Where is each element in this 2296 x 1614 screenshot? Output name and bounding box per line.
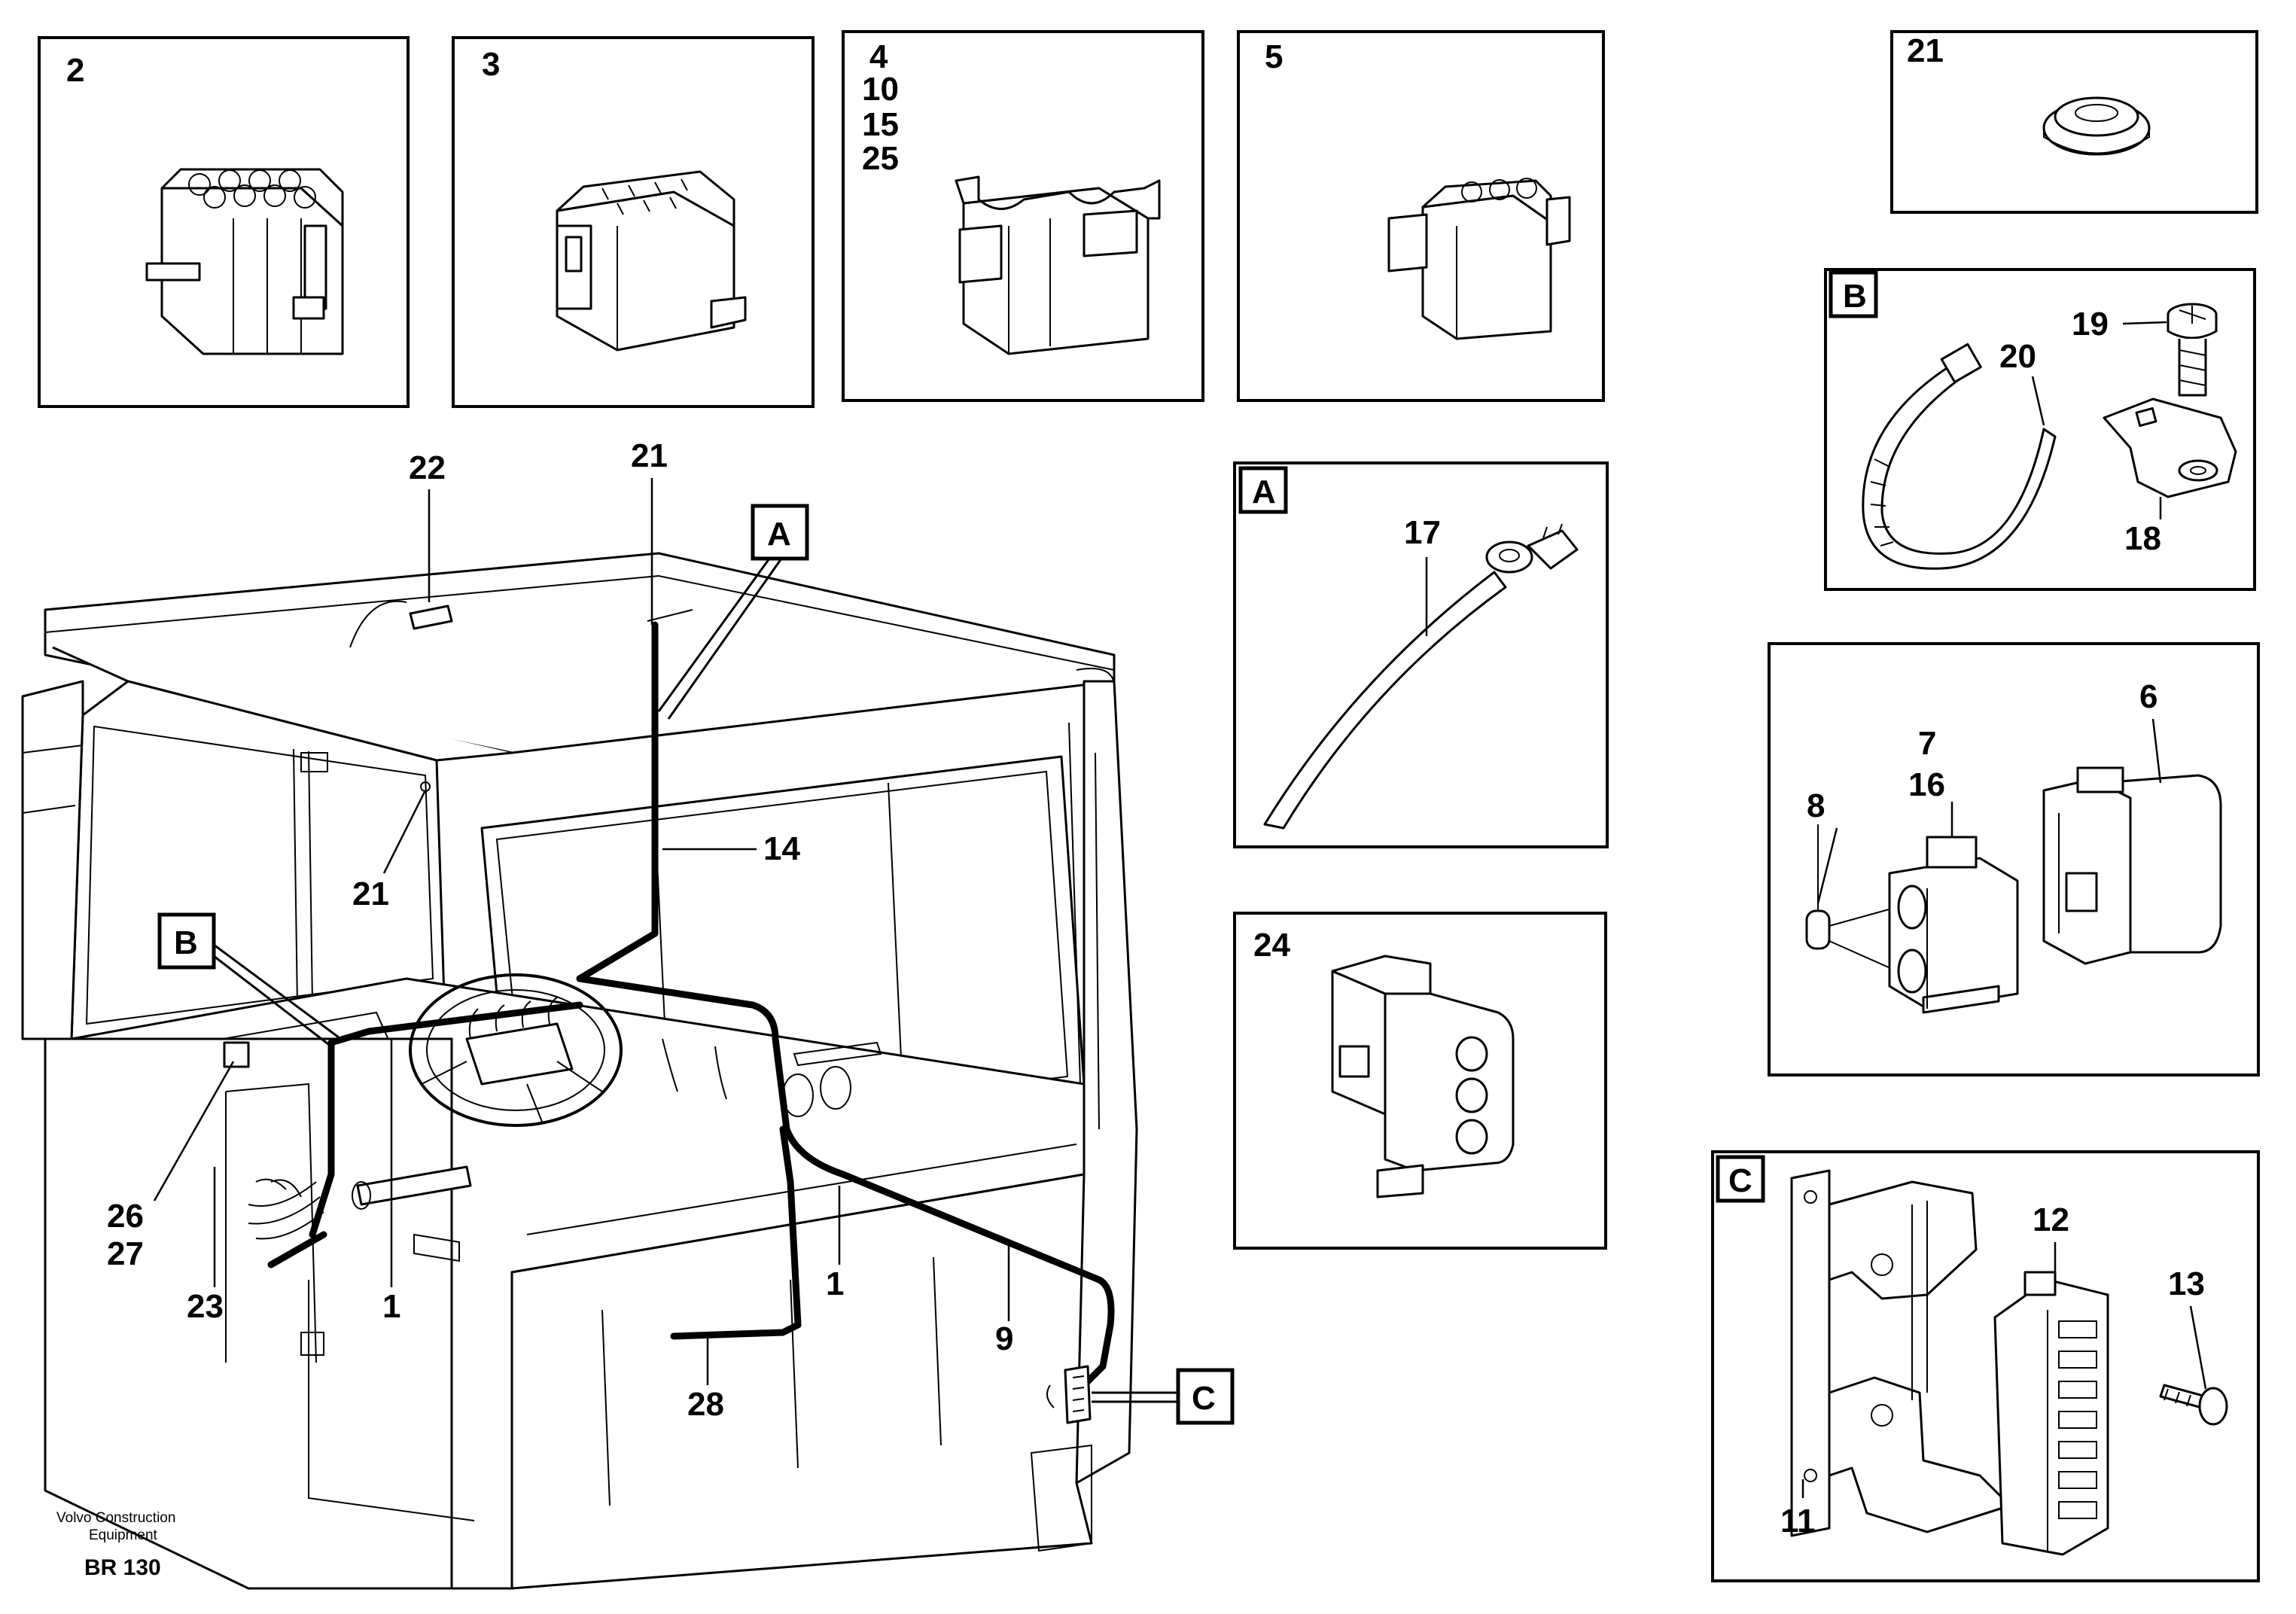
connector-housing-2-slot: [955, 175, 1161, 355]
label-21-roof: 21: [631, 437, 668, 474]
panel-3: 3: [452, 36, 815, 408]
connector-7-16: [1888, 836, 2019, 1014]
cable-tie: [1862, 343, 2057, 570]
connector-24: [1331, 955, 1515, 1198]
label-13: 13: [2168, 1265, 2205, 1302]
company-line-1: Volvo Construction: [56, 1510, 175, 1526]
label-12: 12: [2033, 1201, 2069, 1238]
label-21-panel: 21: [1907, 32, 1944, 69]
callout-b-panel-text: B: [1843, 278, 1867, 315]
relay-block-12: [1993, 1271, 2109, 1556]
label-20: 20: [1999, 338, 2036, 375]
callout-c-main: [1176, 1368, 1235, 1425]
bracket-11: [1790, 1169, 2011, 1537]
connector-6: [2042, 766, 2222, 965]
callout-b-main-text: B: [174, 924, 198, 961]
wiring-harness: [576, 621, 1115, 1389]
label-21-lamp: 21: [352, 876, 389, 912]
label-6: 6: [2139, 678, 2157, 715]
cable-tie-with-clip: [1263, 523, 1579, 830]
label-9: 9: [995, 1320, 1013, 1357]
panel-21: 21: [1890, 30, 2258, 214]
terminal-8: [1805, 824, 1898, 972]
grommet: [2042, 96, 2151, 156]
label-2: 2: [66, 52, 84, 89]
panel-2: 2: [38, 36, 410, 408]
callout-a-main-text: A: [767, 516, 791, 553]
panel-b: B 19 20 18: [1824, 268, 2256, 591]
label-25: 25: [862, 140, 899, 177]
callout-b-panel: [1829, 270, 1878, 318]
label-8: 8: [1807, 787, 1825, 824]
callout-a-panel-text: A: [1252, 474, 1276, 510]
callout-b-main: [157, 912, 216, 970]
label-17: 17: [1404, 514, 1441, 551]
label-4: 4: [869, 38, 888, 75]
connector-block: [556, 170, 747, 352]
label-24: 24: [1253, 927, 1290, 964]
panel-6-7-16-8: 6 7 16 8: [1768, 642, 2260, 1077]
label-27: 27: [107, 1235, 144, 1272]
callout-a-main: [751, 504, 809, 561]
cab-illustration: A B C 22 21 21 14 26 27 23 1 1 9 28: [21, 437, 1235, 1590]
screw-13: [2159, 1384, 2228, 1426]
panel-24: 24: [1233, 912, 1607, 1250]
label-15: 15: [862, 106, 899, 143]
screw-19: [2167, 303, 2218, 397]
label-26: 26: [107, 1198, 144, 1235]
callout-c-panel: [1716, 1155, 1765, 1203]
callout-c-panel-text: C: [1728, 1162, 1752, 1199]
panel-a: A 17: [1233, 461, 1609, 848]
callout-c-main-text: C: [1192, 1380, 1216, 1417]
label-7: 7: [1918, 725, 1936, 762]
label-10: 10: [862, 71, 899, 108]
label-5: 5: [1265, 38, 1283, 75]
company-line-2: Equipment: [89, 1527, 158, 1543]
label-1-right: 1: [826, 1265, 844, 1302]
label-18: 18: [2124, 520, 2161, 557]
panel-4-10-15-25: 4 10 15 25: [842, 30, 1204, 402]
panel-5: 5: [1237, 30, 1605, 402]
steering-wheel: [409, 973, 727, 1127]
label-22: 22: [409, 449, 446, 486]
cable-clamp-18: [2103, 397, 2237, 498]
label-3: 3: [482, 46, 500, 83]
connector-8-pin: [145, 168, 344, 355]
panel-c: C 12 13 11: [1711, 1150, 2260, 1582]
callout-a-panel: [1238, 466, 1288, 514]
footer: Volvo Construction Equipment BR 130: [56, 1510, 175, 1580]
label-16: 16: [1908, 766, 1945, 803]
label-14: 14: [763, 830, 800, 867]
label-28: 28: [687, 1386, 724, 1423]
label-11: 11: [1780, 1503, 1816, 1539]
drawing-code: BR 130: [84, 1555, 161, 1580]
label-1-left: 1: [382, 1288, 400, 1325]
connector-3-pin: [1387, 178, 1571, 340]
label-23: 23: [187, 1288, 224, 1325]
label-19: 19: [2072, 306, 2109, 343]
